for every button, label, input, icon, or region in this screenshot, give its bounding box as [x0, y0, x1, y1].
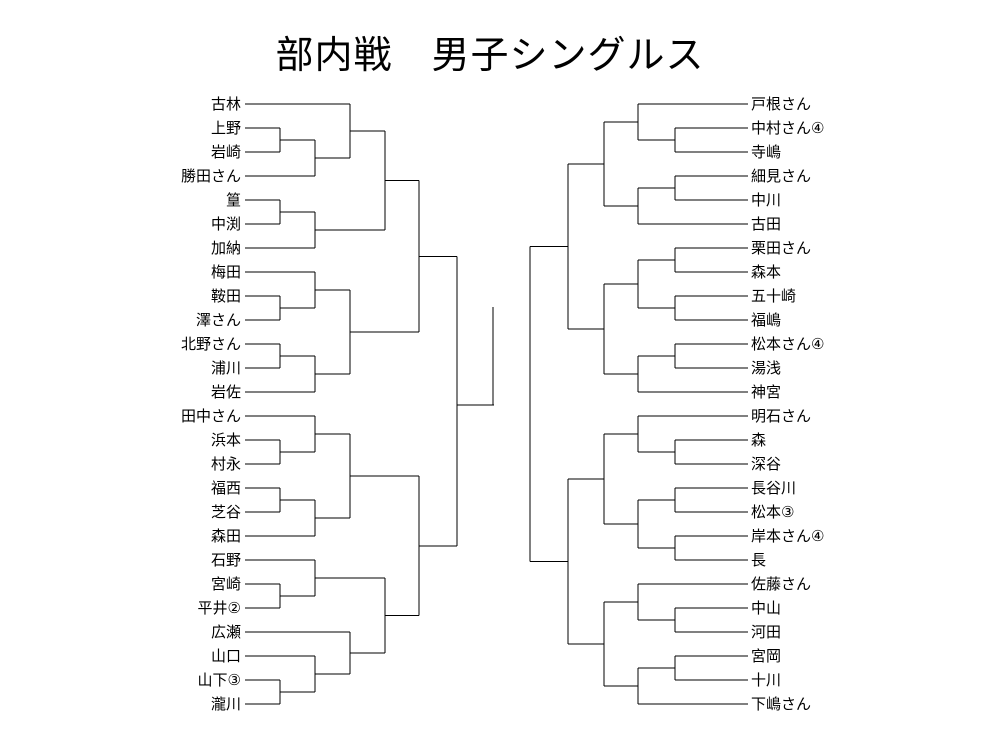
- left-player-name: 勝田さん: [180, 167, 241, 185]
- right-player-name: 下嶋さん: [751, 695, 812, 713]
- left-player-name: 上野: [210, 119, 241, 137]
- left-player-name: 芝谷: [210, 503, 241, 521]
- right-player-name: 松本さん④: [751, 335, 825, 353]
- right-player-name: 森本: [751, 263, 782, 281]
- right-player-name: 十川: [751, 671, 782, 689]
- left-player-name: 北野さん: [180, 335, 241, 353]
- right-player-name: 宮岡: [751, 647, 782, 665]
- right-player-name: 中村さん④: [751, 119, 825, 137]
- right-player-name: 古田: [751, 215, 782, 233]
- left-player-name: 浜本: [210, 431, 241, 449]
- right-player-name: 細見さん: [751, 167, 812, 185]
- left-player-name: 加納: [210, 239, 241, 257]
- right-player-name: 佐藤さん: [751, 575, 812, 593]
- right-player-name: 河田: [751, 623, 782, 641]
- right-player-name: 寺嶋: [751, 143, 782, 161]
- right-player-name: 森: [751, 431, 767, 449]
- page-title: 部内戦 男子シングルス: [275, 33, 705, 77]
- left-player-name: 村永: [210, 455, 241, 473]
- left-player-name: 田中さん: [180, 407, 241, 425]
- left-player-name: 平井②: [197, 599, 241, 617]
- right-player-name: 岸本さん④: [751, 527, 825, 545]
- right-player-name: 栗田さん: [751, 239, 812, 257]
- right-player-name: 松本③: [751, 503, 795, 521]
- left-player-name: 広瀬: [210, 623, 241, 641]
- right-player-name: 長: [751, 551, 767, 569]
- left-player-name: 梅田: [210, 263, 241, 281]
- left-player-name: 中渕: [210, 215, 241, 233]
- right-player-name: 明石さん: [751, 407, 812, 425]
- left-player-name: 福西: [210, 479, 241, 497]
- left-player-name: 森田: [210, 527, 241, 545]
- left-player-name: 山口: [210, 647, 241, 665]
- left-player-name: 澤さん: [195, 311, 241, 329]
- left-player-name: 岩崎: [210, 143, 241, 161]
- right-player-name: 中川: [751, 191, 782, 209]
- left-player-name: 石野: [210, 551, 241, 569]
- left-player-name: 宮崎: [210, 575, 241, 593]
- right-player-name: 中山: [751, 599, 782, 617]
- left-player-name: 浦川: [210, 359, 241, 377]
- left-player-name: 瀧川: [210, 695, 241, 713]
- left-player-name: 鞍田: [210, 287, 241, 305]
- left-player-name: 山下③: [197, 671, 241, 689]
- right-player-name: 深谷: [751, 455, 782, 473]
- right-player-name: 神宮: [751, 383, 782, 401]
- right-player-name: 福嶋: [751, 311, 782, 329]
- right-player-name: 戸根さん: [751, 95, 812, 113]
- left-player-name: 古林: [210, 95, 241, 113]
- right-player-name: 湯浅: [751, 359, 782, 377]
- left-player-name: 篁: [225, 191, 241, 209]
- right-player-name: 五十崎: [751, 287, 797, 305]
- right-player-name: 長谷川: [751, 479, 797, 497]
- left-player-name: 岩佐: [210, 383, 241, 401]
